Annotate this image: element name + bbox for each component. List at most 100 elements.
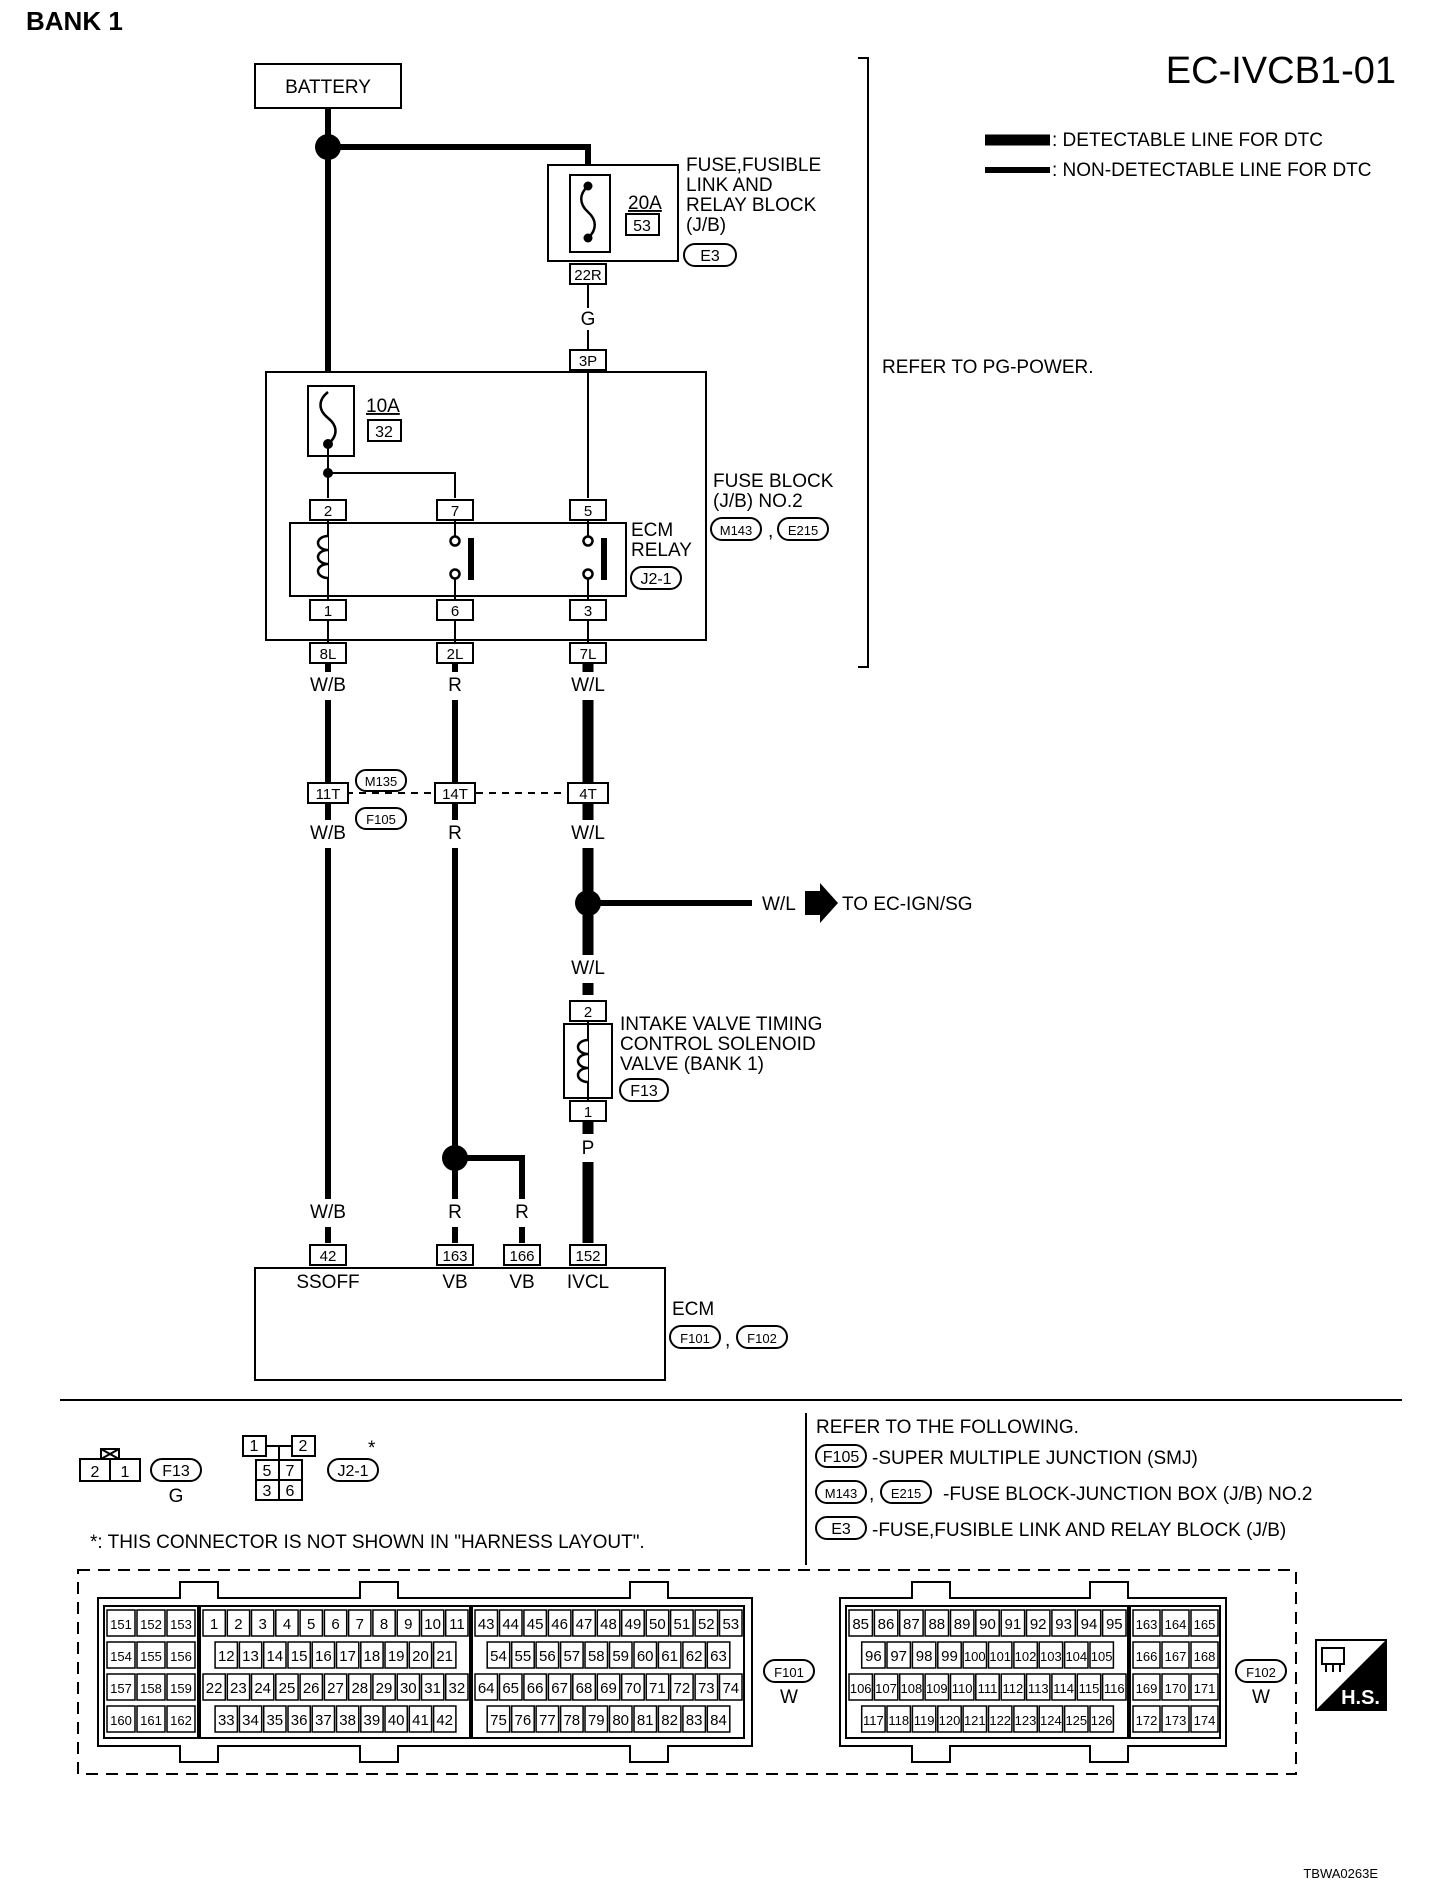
- pin-cell: [523, 1673, 548, 1701]
- pin-cell: [706, 1705, 731, 1733]
- pin-cell: [275, 1609, 299, 1637]
- pin-cell: [136, 1673, 166, 1701]
- pin-cell: [420, 1609, 445, 1637]
- pin-number: 25: [279, 1680, 296, 1697]
- pin-cell: [408, 1641, 433, 1669]
- pin-number: 152: [140, 1617, 162, 1632]
- pin-cell: [486, 1705, 511, 1733]
- pin-cell: [608, 1641, 633, 1669]
- pin-number: 20: [412, 1648, 429, 1665]
- pin-number: 87: [903, 1616, 920, 1633]
- pin-number: 17: [339, 1648, 356, 1665]
- pin-number: 90: [979, 1616, 996, 1633]
- pin-number: 116: [1104, 1681, 1125, 1696]
- relay-contact-a-node-top: [449, 535, 461, 547]
- pin-cell: [510, 1641, 535, 1669]
- wire-r-label-3: R: [448, 1202, 462, 1223]
- pin-cell: [1051, 1609, 1077, 1637]
- pin-cell: [444, 1673, 469, 1701]
- pin-cell: [535, 1705, 560, 1733]
- pin-cell: [166, 1641, 196, 1669]
- pin-cell: [706, 1641, 731, 1669]
- pin-cell: [1051, 1673, 1077, 1701]
- pin-number: 83: [686, 1712, 703, 1729]
- pin-cell: [275, 1673, 299, 1701]
- smj-pin-11T: 11T: [316, 786, 341, 803]
- ecm-relay-connector-oval: [630, 566, 682, 590]
- relay-pin-1: 1: [324, 603, 332, 620]
- j21-id: J2-1: [337, 1463, 368, 1480]
- pin-cell: [572, 1673, 597, 1701]
- fuse-block-connector-2-oval: [777, 517, 829, 541]
- pin-cell: [898, 1673, 924, 1701]
- f13-color: G: [169, 1486, 184, 1507]
- pin-cell: [848, 1673, 874, 1701]
- pin-number: 15: [291, 1648, 308, 1665]
- pin-number: 12: [218, 1648, 235, 1665]
- pin-cell: [498, 1609, 523, 1637]
- pin-number: 26: [303, 1680, 320, 1697]
- pin-number: 48: [600, 1616, 617, 1633]
- j21-pin-3: 3: [263, 1483, 272, 1500]
- pin-number: 160: [110, 1713, 132, 1728]
- solenoid-pin-1: 1: [584, 1104, 592, 1121]
- pin-number: 154: [110, 1649, 132, 1664]
- pin-cell: [924, 1609, 950, 1637]
- wire-r-label-2: R: [448, 823, 462, 844]
- pin-number: 166: [1136, 1649, 1158, 1664]
- refer-e3-id: E3: [831, 1521, 851, 1538]
- wire-wl-label-2: W/L: [571, 823, 605, 844]
- pin-cell: [311, 1641, 336, 1669]
- pin-number: 164: [1165, 1617, 1187, 1632]
- solenoid-name-1: INTAKE VALVE TIMING: [620, 1014, 822, 1035]
- pin-cell: [1013, 1705, 1039, 1733]
- pin-cell: [202, 1609, 227, 1637]
- pin-cell: [682, 1641, 707, 1669]
- ecm-terminal-ivcl: IVCL: [567, 1272, 609, 1293]
- pin-cell: [1025, 1673, 1051, 1701]
- pin-cell: [1190, 1609, 1219, 1637]
- pin-cell: [584, 1705, 609, 1733]
- pin-cell: [572, 1609, 597, 1637]
- fuse-block-name-1: FUSE BLOCK: [713, 471, 834, 492]
- pin-number: 174: [1194, 1713, 1216, 1728]
- wire-wb-label-2: W/B: [310, 823, 346, 844]
- pin-cell: [523, 1609, 548, 1637]
- wl-label-2-bg: [566, 820, 610, 848]
- pin-number: 41: [412, 1712, 429, 1729]
- pin-cell: [975, 1673, 1000, 1701]
- pin-cell: [311, 1705, 336, 1733]
- pin-cell: [420, 1673, 445, 1701]
- pin-cell: [323, 1673, 348, 1701]
- wire-p-label: P: [582, 1138, 595, 1159]
- smj-connector-1-oval: [355, 769, 407, 792]
- pin-number: 50: [649, 1616, 666, 1633]
- refer-m143-oval: [815, 1480, 867, 1504]
- pin-cell: [633, 1705, 658, 1733]
- pin-number: 107: [875, 1681, 897, 1696]
- j21-pin-1: 1: [250, 1438, 259, 1455]
- pin-cell: [911, 1705, 937, 1733]
- f101-id-oval: [763, 1659, 815, 1683]
- pin-number: 42: [436, 1712, 453, 1729]
- wl-label-3-bg: [566, 955, 610, 983]
- pin-cell: [360, 1705, 384, 1733]
- pin-cell: [166, 1705, 196, 1733]
- refer-f105-oval: [815, 1444, 867, 1468]
- relay-contact-b-node-top: [582, 535, 594, 547]
- pin-number: 44: [502, 1616, 519, 1633]
- pin-8L: 8L: [320, 646, 337, 663]
- pin-number: 120: [939, 1713, 961, 1728]
- pin-number: 39: [364, 1712, 381, 1729]
- wire-to-relay-pin7: [328, 472, 456, 498]
- f101-color: W: [780, 1687, 798, 1708]
- pin-cell: [1161, 1609, 1190, 1637]
- ecm: 42 163 166 152 SSOFF VB VB IVCL ECM F101…: [254, 1244, 788, 1381]
- pin-number: 19: [388, 1648, 405, 1665]
- pin-cell: [323, 1609, 348, 1637]
- p-label-bg: [576, 1134, 600, 1162]
- pin-number: 59: [612, 1648, 629, 1665]
- pin-cell: [1038, 1641, 1064, 1669]
- ecm-pin-42-box: [309, 1244, 347, 1266]
- solenoid-connector-oval: [619, 1078, 669, 1102]
